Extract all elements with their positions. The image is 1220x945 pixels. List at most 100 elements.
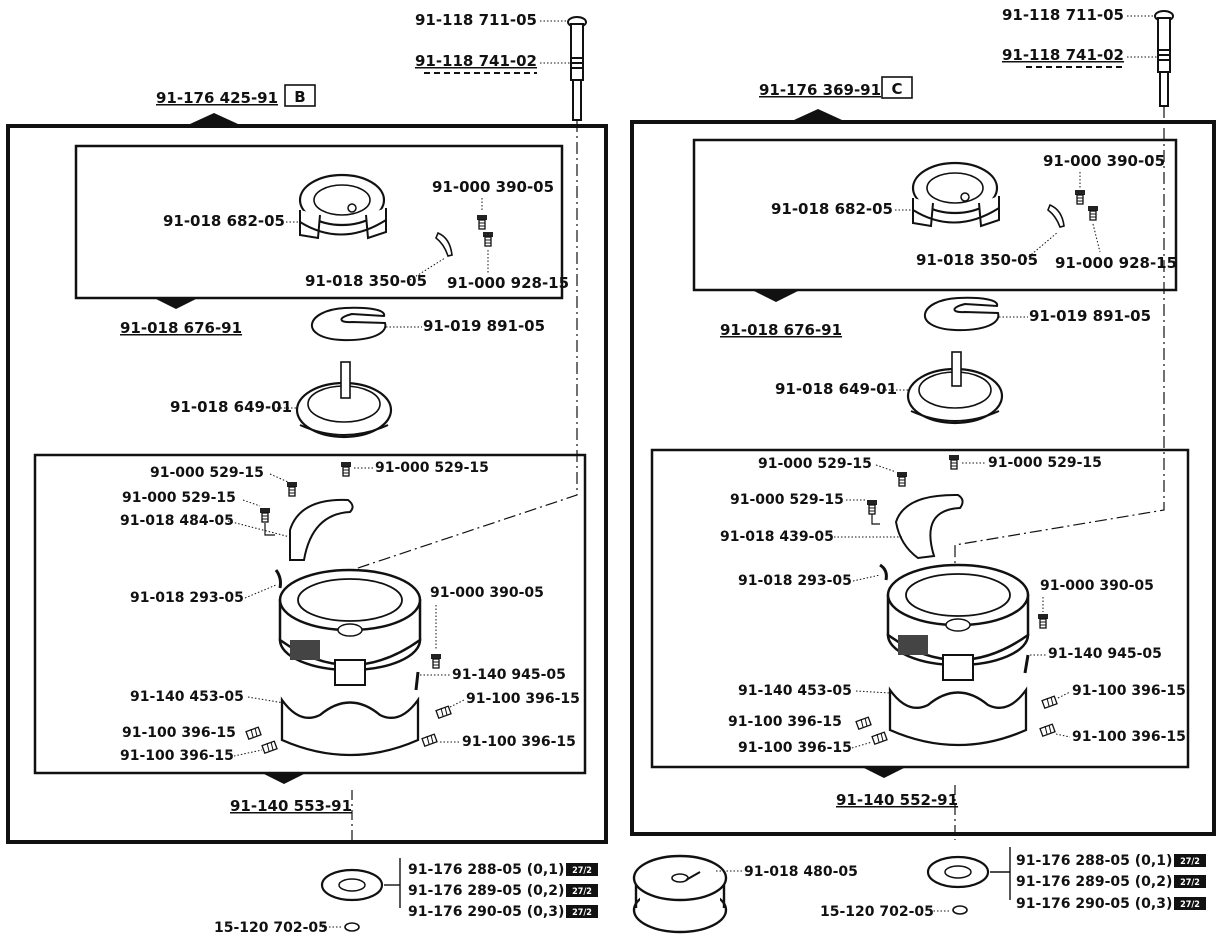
left-screw-2-label: 91-000 529-15 (375, 460, 489, 476)
right-ring-label: 91-018 682-05 (771, 200, 893, 218)
left-shim-badge-3: 27/2 (572, 908, 592, 918)
left-lower-assembly-number: 91-140 553-91 (230, 797, 352, 815)
left-upper-assembly-arrow (154, 298, 198, 309)
right-screw-2-icon (948, 454, 960, 470)
left-set-screw-4-label: 91-100 396-15 (462, 734, 576, 750)
left-small-washer-label: 15-120 702-05 (214, 920, 328, 936)
right-set-screw-2-icon (855, 716, 872, 730)
left-screw-a-icon (476, 214, 488, 230)
right-shim-3-label: 91-176 290-05 (0,3) (1016, 896, 1172, 912)
right-lower-group-box (650, 448, 1190, 769)
left-screw-a-label: 91-000 390-05 (432, 178, 554, 196)
left-variant-letter: B (294, 88, 305, 106)
left-pin-label: 91-018 293-05 (130, 590, 244, 606)
left-screw-3-label: 91-000 529-15 (122, 490, 236, 506)
left-shim-1-label: 91-176 288-05 (0,1) (408, 862, 564, 878)
left-outer-frame (6, 124, 608, 844)
right-small-washer-label: 15-120 702-05 (820, 904, 934, 920)
left-screw-3-icon (259, 507, 271, 523)
right-shim-icon (926, 855, 990, 889)
right-upper-assembly-arrow (754, 291, 798, 302)
left-screw-b-icon (482, 231, 494, 247)
right-bobbin-case-base-illustration (906, 351, 1004, 425)
right-upper-assembly-number: 91-018 676-91 (720, 321, 842, 339)
left-shaft-label: 91-118 741-02 (415, 52, 537, 70)
left-screw-b-label: 91-000 928-15 (447, 274, 569, 292)
bobbin-label: 91-018 480-05 (744, 864, 858, 880)
left-screw-1-label: 91-000 529-15 (150, 465, 264, 481)
right-screw-3-label: 91-000 529-15 (730, 492, 844, 508)
left-spring-icon (435, 231, 453, 257)
right-shaft-illustration (1154, 10, 1174, 107)
right-ring-illustration (911, 161, 1000, 228)
left-hook-body-illustration (278, 568, 422, 686)
left-shaft-top-label: 91-118 711-05 (415, 11, 537, 29)
left-screw-4-label: 91-000 390-05 (430, 585, 544, 601)
left-small-washer-icon (344, 922, 360, 932)
left-spring-pin-label: 91-140 945-05 (452, 667, 566, 683)
left-retainer-label: 91-018 484-05 (120, 513, 234, 529)
left-upper-assembly-number: 91-018 676-91 (120, 319, 242, 337)
right-retainer-label: 91-018 439-05 (720, 529, 834, 545)
right-screw-3-icon (866, 499, 878, 515)
left-spring-label: 91-018 350-05 (305, 272, 427, 290)
left-spring-pin-icon (414, 671, 420, 691)
right-shim-1-label: 91-176 288-05 (0,1) (1016, 853, 1172, 869)
right-upper-group-box (692, 138, 1178, 292)
right-shaft-top-label: 91-118 711-05 (1002, 6, 1124, 24)
left-screw-4-icon (430, 653, 442, 669)
left-assembly-arrow (190, 113, 238, 124)
right-retainer-icon (894, 493, 964, 560)
left-lower-assembly-arrow (262, 773, 306, 784)
left-shaft-illustration (567, 16, 587, 121)
right-lower-assembly-number: 91-140 552-91 (836, 791, 958, 809)
left-sleeve-label: 91-140 453-05 (130, 689, 244, 705)
right-pin-icon (879, 563, 888, 581)
right-screw-b-icon (1087, 205, 1099, 221)
right-outer-frame (630, 120, 1216, 836)
left-set-screw-3-icon (261, 740, 278, 754)
left-upper-group-box (74, 144, 564, 300)
right-shim-badge-2: 27/2 (1180, 878, 1200, 888)
left-bobbin-case-base-label: 91-018 649-01 (170, 398, 292, 416)
left-shim-badge-1: 27/2 (572, 866, 592, 876)
left-assembly-number: 91-176 425-91 (156, 89, 278, 107)
right-spring-icon (1047, 203, 1065, 228)
left-bobbin-case-base-illustration (295, 361, 393, 439)
right-set-screw-1-label: 91-100 396-15 (1072, 683, 1186, 699)
right-washer-label: 91-019 891-05 (1029, 307, 1151, 325)
left-retainer-icon (289, 498, 354, 561)
right-spring-pin-icon (1023, 654, 1030, 674)
right-set-screw-1-icon (1041, 695, 1058, 709)
right-variant-letter: C (891, 80, 902, 98)
right-shaft-label: 91-118 741-02 (1002, 46, 1124, 64)
left-shim-2-label: 91-176 289-05 (0,2) (408, 883, 564, 899)
left-set-screw-4-icon (421, 733, 438, 747)
left-sleeve-icon (280, 696, 420, 757)
left-shim-3-label: 91-176 290-05 (0,3) (408, 904, 564, 920)
left-ring-label: 91-018 682-05 (163, 212, 285, 230)
right-panel: 91-118 711-05 91-118 741-02 91-176 369-9… (630, 6, 1216, 920)
right-screw-1-label: 91-000 529-15 (758, 456, 872, 472)
right-sleeve-label: 91-140 453-05 (738, 683, 852, 699)
right-screw-b-label: 91-000 928-15 (1055, 254, 1177, 272)
right-screw-4-label: 91-000 390-05 (1040, 578, 1154, 594)
right-set-screw-2-label: 91-100 396-15 (728, 714, 842, 730)
right-set-screw-3-icon (871, 731, 888, 745)
right-assembly-arrow (794, 109, 842, 120)
left-panel: 91-118 711-05 91-118 741-02 91-176 425-9… (6, 11, 608, 936)
right-shim-badge-1: 27/2 (1180, 857, 1200, 867)
left-set-screw-3-label: 91-100 396-15 (120, 748, 234, 764)
right-set-screw-4-label: 91-100 396-15 (1072, 729, 1186, 745)
right-small-washer-icon (952, 905, 968, 915)
right-spring-pin-label: 91-140 945-05 (1048, 646, 1162, 662)
left-screw-2-icon (340, 461, 352, 477)
left-washer-label: 91-019 891-05 (423, 317, 545, 335)
right-sleeve-icon (888, 686, 1028, 747)
left-set-screw-1-label: 91-100 396-15 (466, 691, 580, 707)
bobbin-illustration (632, 854, 728, 934)
right-set-screw-4-icon (1039, 723, 1056, 737)
right-bobbin-case-base-label: 91-018 649-01 (775, 380, 897, 398)
right-screw-a-icon (1074, 189, 1086, 205)
